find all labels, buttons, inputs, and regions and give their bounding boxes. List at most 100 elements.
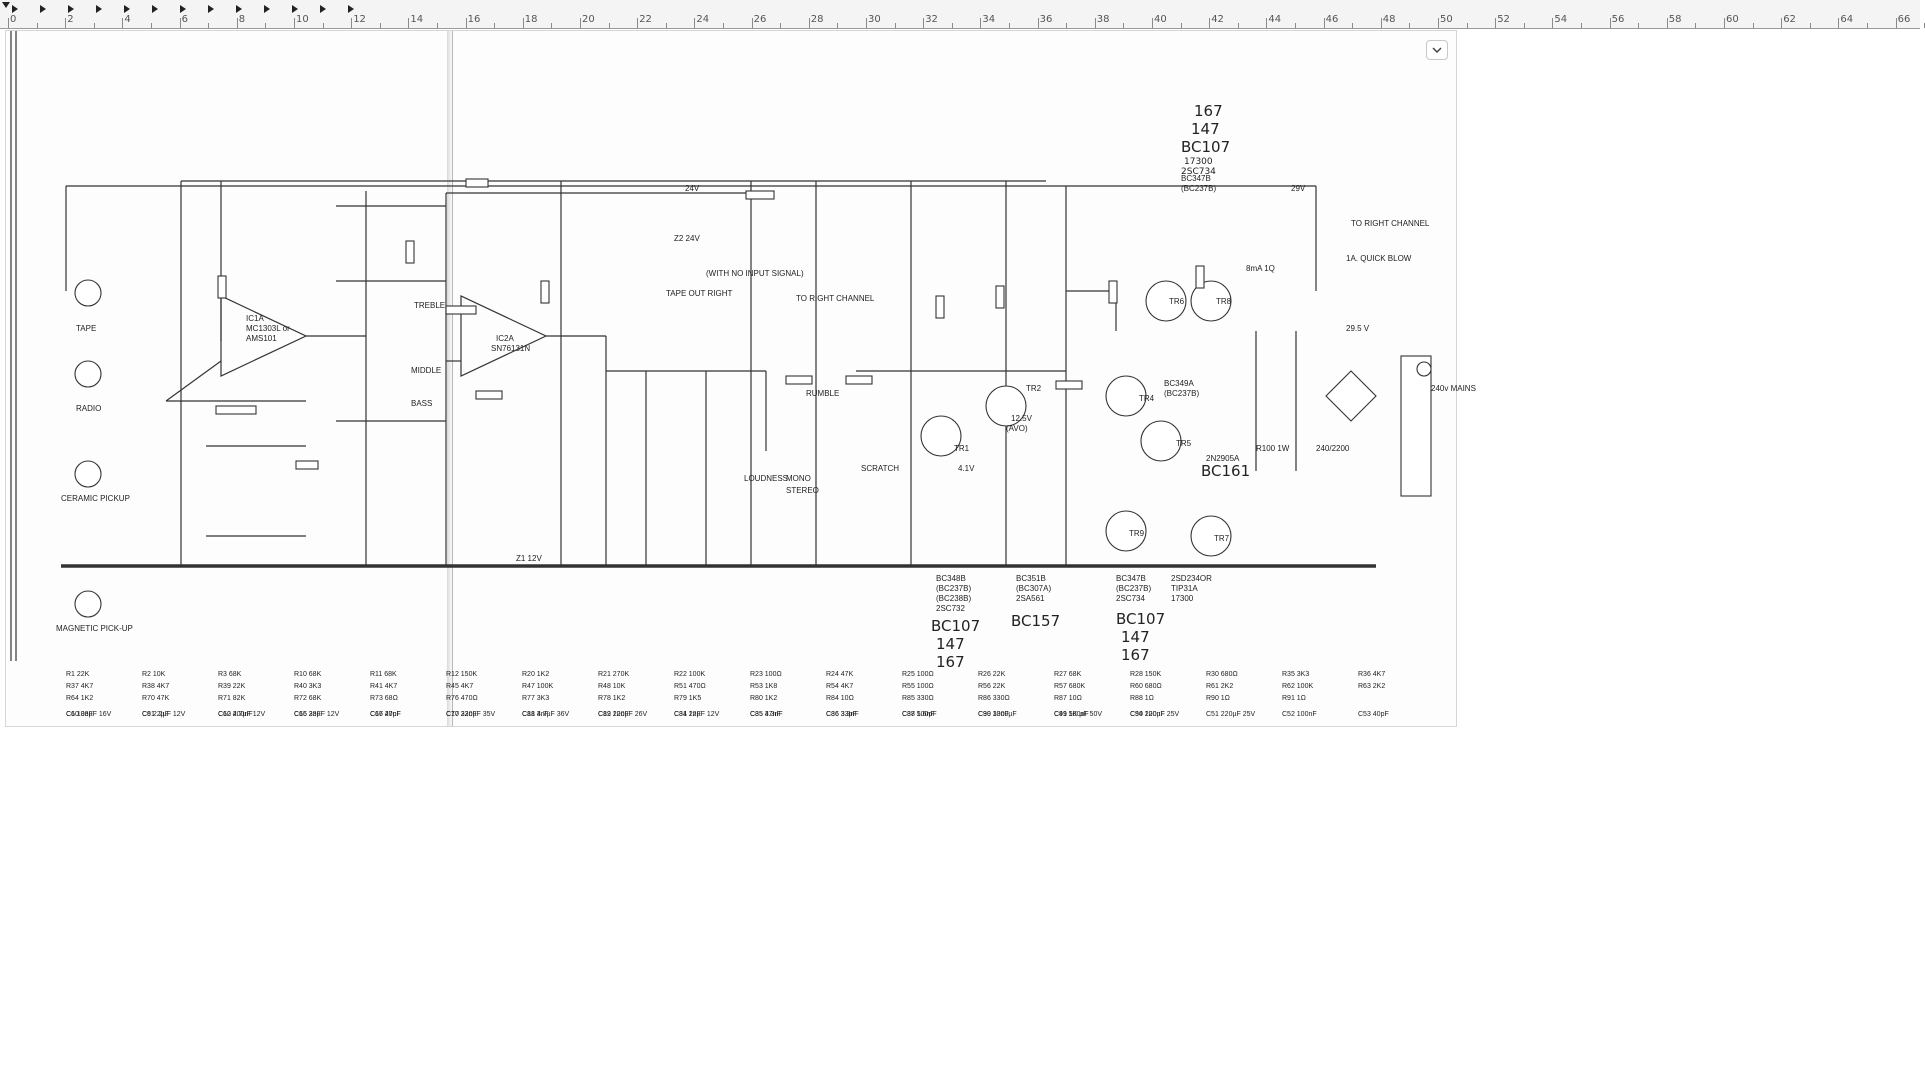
ruler-tick <box>265 23 267 28</box>
tab-stop-marker[interactable] <box>348 5 354 13</box>
tab-stop-marker[interactable] <box>264 5 270 13</box>
component-label: C51 220µF 25V <box>1206 711 1256 718</box>
tab-stop-marker[interactable] <box>320 5 326 13</box>
tab-stop-marker[interactable] <box>208 5 214 13</box>
svg-text:BC107: BC107 <box>1116 610 1165 628</box>
tab-stop-marker[interactable] <box>152 5 158 13</box>
svg-text:240/2200: 240/2200 <box>1316 444 1350 453</box>
svg-text:(BC237B): (BC237B) <box>1181 184 1216 193</box>
svg-text:RUMBLE: RUMBLE <box>806 389 839 398</box>
ruler-number: 56 <box>1611 14 1625 25</box>
ruler-tick <box>580 18 581 28</box>
ruler-tick <box>1781 18 1783 28</box>
component-label: C39 33nF <box>978 711 1009 718</box>
tab-stop-marker[interactable] <box>40 5 46 13</box>
component-label: R54 4K7 <box>826 683 853 690</box>
ruler-tick <box>1523 23 1525 28</box>
component-label: R51 470Ω <box>674 683 706 690</box>
ruler-number: 50 <box>1440 14 1453 25</box>
ruler-tick <box>408 18 410 28</box>
ruler-tick <box>1809 23 1811 28</box>
ruler-tick <box>1695 23 1697 28</box>
ruler-tick <box>351 18 353 28</box>
ruler-tick <box>36 23 38 28</box>
ruler-number: 12 <box>353 14 366 25</box>
tab-stop-marker[interactable] <box>12 5 18 13</box>
component-label: C94 100nF <box>1130 711 1165 718</box>
ruler-tick <box>65 18 67 28</box>
page-fold-edge <box>452 31 453 726</box>
ruler-number: 18 <box>524 14 538 25</box>
component-label: R64 1K2 <box>66 695 93 702</box>
svg-text:Z2 24V: Z2 24V <box>674 234 700 243</box>
svg-text:BC161: BC161 <box>1201 462 1250 480</box>
component-label: C87 100pF <box>902 711 937 718</box>
ruler-number: 60 <box>1726 14 1739 25</box>
svg-text:IC2A: IC2A <box>496 334 514 343</box>
component-label: C16 47nF <box>370 711 401 718</box>
svg-text:147: 147 <box>1191 120 1220 138</box>
ruler-tick <box>151 23 152 28</box>
svg-text:29V: 29V <box>1291 184 1306 193</box>
svg-text:29.5 V: 29.5 V <box>1346 324 1370 333</box>
svg-text:SN76131N: SN76131N <box>491 344 530 353</box>
ruler-tick <box>551 23 553 28</box>
component-label: R91 1Ω <box>1282 695 1306 702</box>
ruler-tick <box>1180 23 1182 28</box>
ruler-number: 64 <box>1840 14 1854 25</box>
ruler-tick <box>1066 23 1068 28</box>
component-label: R36 4K7 <box>1358 671 1385 678</box>
component-label: R53 1K8 <box>750 683 777 690</box>
svg-text:TR8: TR8 <box>1216 297 1232 306</box>
tab-stop-marker[interactable] <box>180 5 186 13</box>
tab-stop-marker[interactable] <box>68 5 74 13</box>
first-line-indent-marker[interactable] <box>2 2 10 8</box>
tab-stop-marker[interactable] <box>236 5 242 13</box>
ruler-number: 34 <box>982 14 996 25</box>
document-page: TAPE RADIO CERAMIC PICKUP MAGNETIC PICK-… <box>5 30 1476 727</box>
tab-stop-marker[interactable] <box>124 5 130 13</box>
ruler-tick <box>951 23 953 28</box>
svg-text:BC349A: BC349A <box>1164 379 1194 388</box>
component-label: R63 2K2 <box>1358 683 1385 690</box>
schematic-text: TAPE RADIO CERAMIC PICKUP MAGNETIC PICK-… <box>56 174 1476 633</box>
svg-text:TAPE: TAPE <box>76 324 96 333</box>
svg-text:147: 147 <box>1121 628 1150 646</box>
svg-text:AMS101: AMS101 <box>246 334 277 343</box>
svg-text:STEREO: STEREO <box>786 486 819 495</box>
page-fold-shadow <box>447 31 453 726</box>
component-label: C67 20pF <box>370 711 401 718</box>
component-label: C90 1000µF <box>978 711 1017 718</box>
component-label: R22 100K <box>674 671 705 678</box>
svg-text:(BC238B): (BC238B) <box>936 594 971 603</box>
ruler-tick <box>1152 18 1153 28</box>
component-label: R39 22K <box>218 683 246 690</box>
svg-text:BC107: BC107 <box>931 617 980 635</box>
ruler-tick <box>980 18 982 28</box>
ruler-number: 26 <box>753 14 767 25</box>
component-label: C17 33nF <box>446 711 477 718</box>
collapse-button[interactable] <box>1426 40 1448 60</box>
ruler-number: 62 <box>1783 14 1796 25</box>
svg-text:BC157: BC157 <box>1011 612 1060 630</box>
component-label: R88 1Ω <box>1130 695 1154 702</box>
tab-stop-marker[interactable] <box>292 5 298 13</box>
component-label: R11 68K <box>370 671 397 678</box>
ruler-tick <box>866 18 867 28</box>
svg-text:TR4: TR4 <box>1139 394 1155 403</box>
component-label: R90 1Ω <box>1206 695 1230 702</box>
ruler-number: 0 <box>10 14 17 25</box>
ruler-tick <box>780 23 782 28</box>
component-label: R2 10K <box>142 671 166 678</box>
component-label: R38 4K7 <box>142 683 169 690</box>
svg-text:Z1 12V: Z1 12V <box>516 554 542 563</box>
tab-stop-marker[interactable] <box>96 5 102 13</box>
ruler-tick <box>208 23 210 28</box>
svg-text:BC348B: BC348B <box>936 574 966 583</box>
component-label: C31 22µF 12V <box>674 711 720 718</box>
ruler-number: 28 <box>810 14 824 25</box>
ruler-tick <box>1895 18 1897 28</box>
ruler-tick <box>1609 18 1611 28</box>
